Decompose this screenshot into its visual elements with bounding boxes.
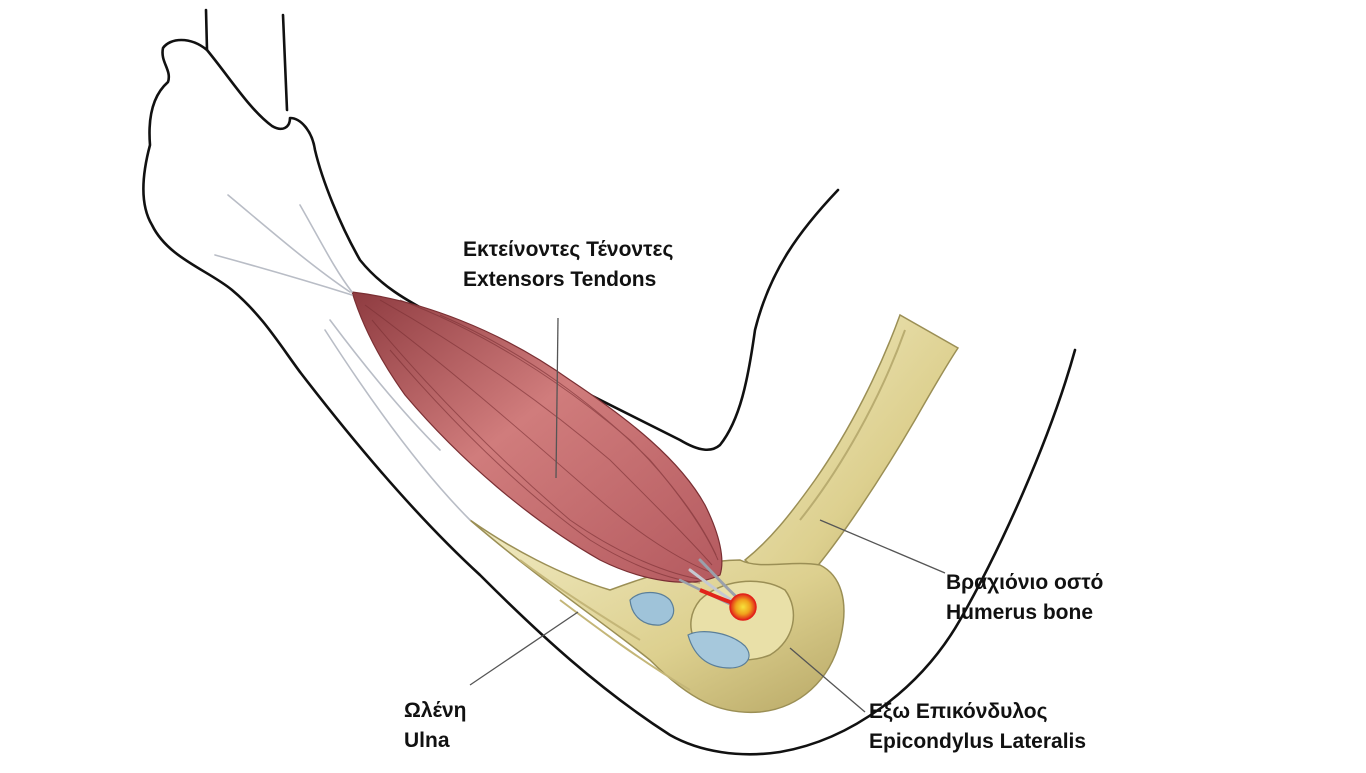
leader-line-extensors xyxy=(555,317,559,479)
humerus-label-english: Humerus bone xyxy=(946,601,1094,624)
extensors-label-english: Extensors Tendons xyxy=(463,268,657,291)
epicondyle-label-greek: Εξω Επικόνδυλος xyxy=(869,700,1048,723)
leader-line-ulna xyxy=(469,611,579,686)
humerus-bone-label: Βραχιόνιο οστό Humerus bone xyxy=(946,568,1103,628)
epicondyle-label-english: Epicondylus Lateralis xyxy=(869,730,1087,753)
extensors-label-greek: Εκτείνοντες Τένοντες xyxy=(463,238,674,261)
hand-outline xyxy=(142,8,302,374)
pain-point xyxy=(699,588,757,621)
lateral-epicondyle-label: Εξω Επικόνδυλος Epicondylus Lateralis xyxy=(869,697,1086,757)
humerus-bone xyxy=(743,313,960,578)
ulna-label: Ωλένη Ulna xyxy=(404,696,467,756)
ulna-label-english: Ulna xyxy=(404,729,450,752)
extensor-muscle xyxy=(351,291,723,584)
leader-line-humerus xyxy=(819,519,946,574)
wrist-line xyxy=(281,13,289,112)
ulna-bone xyxy=(469,519,845,714)
humerus-label-greek: Βραχιόνιο οστό xyxy=(946,571,1104,594)
leader-line-epicondyle xyxy=(789,647,866,713)
leader-lines xyxy=(469,317,946,713)
ulna-label-greek: Ωλένη xyxy=(404,699,467,722)
forearm-bottom-outline xyxy=(298,348,1077,756)
wrist-top-outline xyxy=(205,48,442,320)
extensors-tendons-label: Εκτείνοντες Τένοντες Extensors Tendons xyxy=(463,235,673,295)
